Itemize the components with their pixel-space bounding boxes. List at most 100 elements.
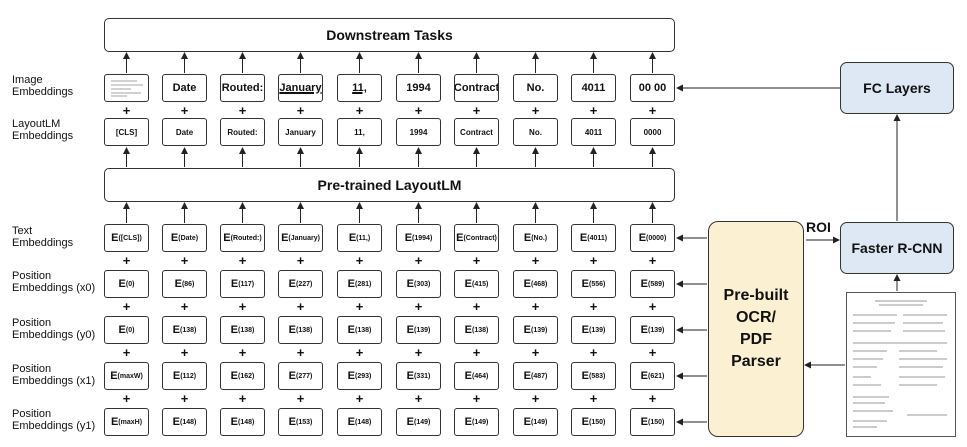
layoutlm-embedding-cell: January xyxy=(278,118,323,146)
image-token-text: 00 00 xyxy=(638,82,667,94)
fc-layers-label: FC Layers xyxy=(863,80,931,96)
y1-embedding-cell: E(150) xyxy=(571,408,616,436)
embedding-subscript: (139) xyxy=(414,326,431,334)
plus-sign: + xyxy=(414,253,423,268)
embedding-symbol: E xyxy=(170,232,179,244)
y1-embedding-cell: E(148) xyxy=(220,408,265,436)
embedding-subscript: (281) xyxy=(355,280,372,288)
plus-sign: + xyxy=(648,299,657,314)
layoutlm-embedding-cell: Routed: xyxy=(220,118,265,146)
embedding-subscript: (621) xyxy=(648,372,665,380)
embedding-subscript: (277) xyxy=(296,372,313,380)
embedding-subscript: (maxH) xyxy=(118,418,143,426)
embedding-subscript: (86) xyxy=(181,280,195,288)
image-token-text: Contract xyxy=(454,82,499,94)
embedding-symbol: E xyxy=(288,324,296,336)
embedding-symbol: E xyxy=(347,324,355,336)
pretrained-layoutlm-box: Pre-trained LayoutLM xyxy=(104,168,675,202)
image-embedding-cell: 00 00 xyxy=(630,74,675,102)
plus-sign: + xyxy=(238,299,247,314)
embedding-subscript: (415) xyxy=(472,280,489,288)
plus-sign: + xyxy=(296,299,305,314)
image-embedding-cell: Date xyxy=(162,74,207,102)
image-embedding-cell: 1994 xyxy=(396,74,441,102)
x0-embedding-cell: E(227) xyxy=(278,270,323,298)
image-token-text: Routed: xyxy=(221,82,264,94)
plus-sign: + xyxy=(355,345,364,360)
plus-sign: + xyxy=(589,391,598,406)
plus-sign: + xyxy=(355,253,364,268)
embedding-subscript: (139) xyxy=(531,326,548,334)
embedding-subscript: (0) xyxy=(125,280,135,288)
embedding-symbol: E xyxy=(406,370,414,382)
embedding-subscript: (Contract) xyxy=(463,234,497,242)
embedding-subscript: (589) xyxy=(648,280,665,288)
plus-sign: + xyxy=(648,103,657,118)
embedding-subscript: (139) xyxy=(648,326,665,334)
y1-embedding-cell: E(149) xyxy=(513,408,558,436)
embedding-subscript: (149) xyxy=(472,418,489,426)
plus-sign: + xyxy=(122,345,131,360)
x1-embedding-cell: E(331) xyxy=(396,362,441,390)
embedding-subscript: (464) xyxy=(472,372,489,380)
x1-embedding-cell: E(464) xyxy=(454,362,499,390)
embedding-symbol: E xyxy=(223,232,231,244)
embedding-symbol: E xyxy=(230,370,238,382)
plus-sign: + xyxy=(180,103,189,118)
embedding-subscript: (149) xyxy=(531,418,548,426)
y1-embedding-cell: E(153) xyxy=(278,408,323,436)
ocr-pdf-parser-box: Pre-built OCR/ PDF Parser xyxy=(708,221,804,437)
x1-embedding-cell: E(112) xyxy=(162,362,207,390)
embedding-subscript: (150) xyxy=(589,418,606,426)
parser-line-2: OCR/ xyxy=(735,309,776,326)
layoutlm-token-text: [CLS] xyxy=(115,127,138,137)
plus-sign: + xyxy=(122,391,131,406)
text-embedding-cell: E(0000) xyxy=(630,224,675,252)
embedding-symbol: E xyxy=(523,278,531,290)
embedding-subscript: (0) xyxy=(125,326,135,334)
image-embedding-cell: 11, xyxy=(337,74,382,102)
embedding-subscript: (117) xyxy=(238,280,255,288)
embedding-symbol: E xyxy=(406,278,414,290)
plus-sign: + xyxy=(414,391,423,406)
embedding-symbol: E xyxy=(347,370,355,382)
embedding-symbol: E xyxy=(288,416,296,428)
image-embedding-cell: Routed: xyxy=(220,74,265,102)
layoutlm-embedding-cell: Contract xyxy=(454,118,499,146)
embedding-subscript: (150) xyxy=(648,418,665,426)
embedding-symbol: E xyxy=(118,324,126,336)
plus-sign: + xyxy=(238,345,247,360)
y0-embedding-cell: E(139) xyxy=(513,316,558,344)
text-embedding-cell: E(Routed:) xyxy=(220,224,265,252)
plus-sign: + xyxy=(238,253,247,268)
plus-sign: + xyxy=(648,253,657,268)
embedding-symbol: E xyxy=(281,232,289,244)
embedding-subscript: (293) xyxy=(355,372,372,380)
fc-layers-box: FC Layers xyxy=(840,62,954,114)
layoutlm-embedding-cell: 1994 xyxy=(396,118,441,146)
plus-sign: + xyxy=(531,391,540,406)
plus-sign: + xyxy=(531,103,540,118)
layoutlm-embedding-cell: 11, xyxy=(337,118,382,146)
document-image-thumbnail xyxy=(846,292,956,437)
plus-sign: + xyxy=(355,391,364,406)
embedding-subscript: (138) xyxy=(355,326,372,334)
embedding-symbol: E xyxy=(406,416,414,428)
layoutlm-token-text: 1994 xyxy=(409,127,428,137)
layoutlm-token-text: Contract xyxy=(460,127,493,137)
embedding-symbol: E xyxy=(581,324,589,336)
y0-embedding-cell: E(139) xyxy=(571,316,616,344)
parser-line-4: Parser xyxy=(731,353,781,370)
embedding-symbol: E xyxy=(230,324,238,336)
embedding-subscript: (Routed:) xyxy=(230,234,262,242)
text-embedding-cell: E(4011) xyxy=(571,224,616,252)
embedding-subscript: (11,) xyxy=(356,234,371,242)
x0-embedding-cell: E(0) xyxy=(104,270,149,298)
embedding-subscript: (112) xyxy=(180,372,197,380)
faster-rcnn-box: Faster R-CNN xyxy=(840,222,954,274)
plus-sign: + xyxy=(472,391,481,406)
embedding-symbol: E xyxy=(640,324,648,336)
text-embedding-cell: E(11,) xyxy=(337,224,382,252)
